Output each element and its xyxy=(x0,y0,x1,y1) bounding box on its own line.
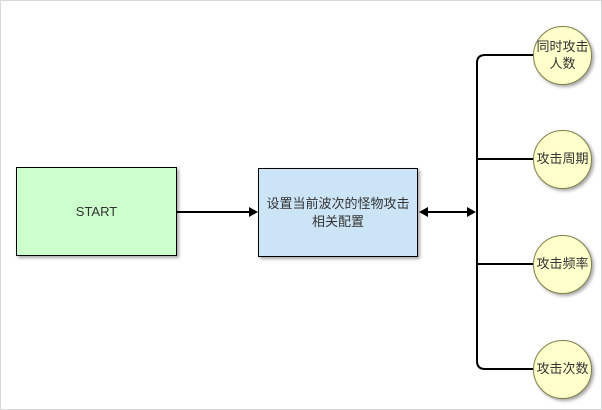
arrow-start-to-config xyxy=(177,207,258,217)
attribute-node-label: 攻击频率 xyxy=(536,256,589,272)
config-node-label: 设置当前波次的怪物攻击相关配置 xyxy=(266,195,410,229)
start-node-label: START xyxy=(75,204,118,219)
attribute-node-attack-frequency: 攻击频率 xyxy=(533,235,592,294)
config-node: 设置当前波次的怪物攻击相关配置 xyxy=(258,168,418,257)
attribute-node-attack-period: 攻击周期 xyxy=(533,130,592,189)
attribute-bracket xyxy=(476,54,533,370)
start-node: START xyxy=(16,167,177,256)
attribute-node-simultaneous-attackers: 同时攻击人数 xyxy=(533,26,592,85)
attribute-node-attack-count: 攻击次数 xyxy=(533,340,592,399)
attribute-node-label: 同时攻击人数 xyxy=(536,38,589,71)
attribute-node-label: 攻击周期 xyxy=(536,151,589,167)
arrow-bracket-to-config xyxy=(419,207,476,217)
attribute-node-label: 攻击次数 xyxy=(536,361,589,377)
